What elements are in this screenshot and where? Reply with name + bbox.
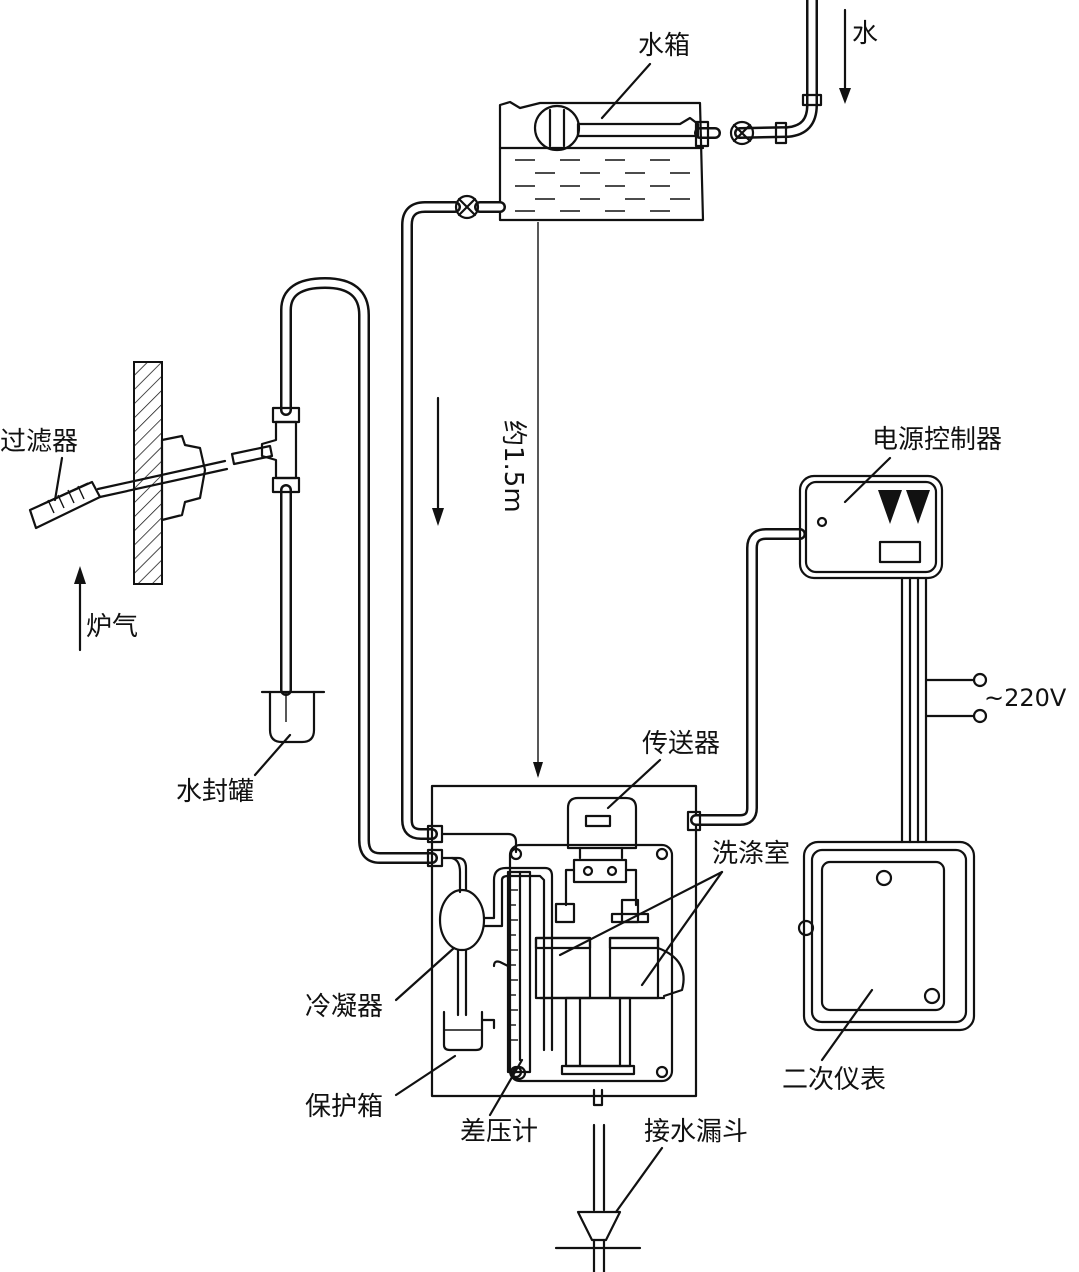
protection-box-label: 保护箱 (305, 1092, 383, 1122)
transmitter (564, 796, 638, 907)
secondary-instrument (797, 840, 976, 1032)
drain-funnel-leader (614, 1146, 664, 1214)
tee-fitting (260, 406, 301, 494)
water-tank (498, 100, 705, 222)
drain-funnel-label: 接水漏斗 (644, 1117, 748, 1147)
manometer-leader (488, 1058, 524, 1117)
washing-chamber-label: 洗涤室 (712, 839, 790, 869)
water-seal-tank-label: 水封罐 (176, 777, 254, 807)
condenser-label: 冷凝器 (305, 992, 383, 1022)
protection-box (430, 784, 698, 1098)
power-cables (900, 576, 988, 844)
differential-manometer (492, 870, 532, 1081)
filter-probe (28, 459, 229, 530)
sampling-tube-stub (230, 444, 274, 466)
outlet-valve-icon (454, 194, 480, 220)
tank-outlet-pipe (401, 201, 506, 840)
inlet-valve-icon (729, 120, 755, 146)
transmitter-cable (686, 528, 806, 832)
filter-leader (53, 456, 64, 502)
box-inlet-fittings (426, 824, 518, 868)
protection-box-leader (394, 1054, 457, 1097)
differential-manometer-label: 差压计 (460, 1117, 538, 1147)
voltage-label: ~220V (984, 684, 1067, 712)
condenser-leader (394, 946, 456, 1002)
furnace-gas-label: 炉气 (86, 612, 138, 642)
washing-chamber-leader-2 (640, 870, 724, 987)
gas-sample-pipe (280, 277, 438, 864)
height-dimension-line (533, 222, 543, 778)
power-controller-leader (843, 456, 892, 504)
drain-funnel (554, 1123, 642, 1272)
transmitter-label: 传送器 (642, 729, 720, 759)
water-tank-label: 水箱 (638, 31, 690, 61)
condensate-cup (442, 1010, 496, 1052)
float-valve (533, 104, 710, 152)
water-seal-tank (260, 690, 326, 744)
transmitter-leader (606, 758, 662, 810)
washing-chamber-leader-1 (558, 870, 724, 957)
water-seal-leader (253, 733, 292, 777)
flow-direction-arrow (432, 396, 444, 526)
secondary-instrument-label: 二次仪表 (782, 1065, 886, 1095)
height-label: 约1.5m (498, 420, 528, 513)
power-controller (798, 474, 944, 580)
washing-chambers (534, 898, 685, 1107)
water-flow-arrow-down (839, 8, 851, 104)
water-inlet-pipe (694, 0, 823, 145)
water-tank-leader (600, 62, 652, 120)
secondary-instrument-leader (820, 988, 874, 1062)
condenser (438, 856, 554, 1052)
furnace-wall (133, 361, 207, 585)
power-controller-label: 电源控制器 (872, 425, 1002, 455)
furnace-gas-arrow (74, 566, 86, 652)
filter-label: 过滤器 (0, 427, 78, 457)
water-in-label: 水 (852, 19, 878, 49)
